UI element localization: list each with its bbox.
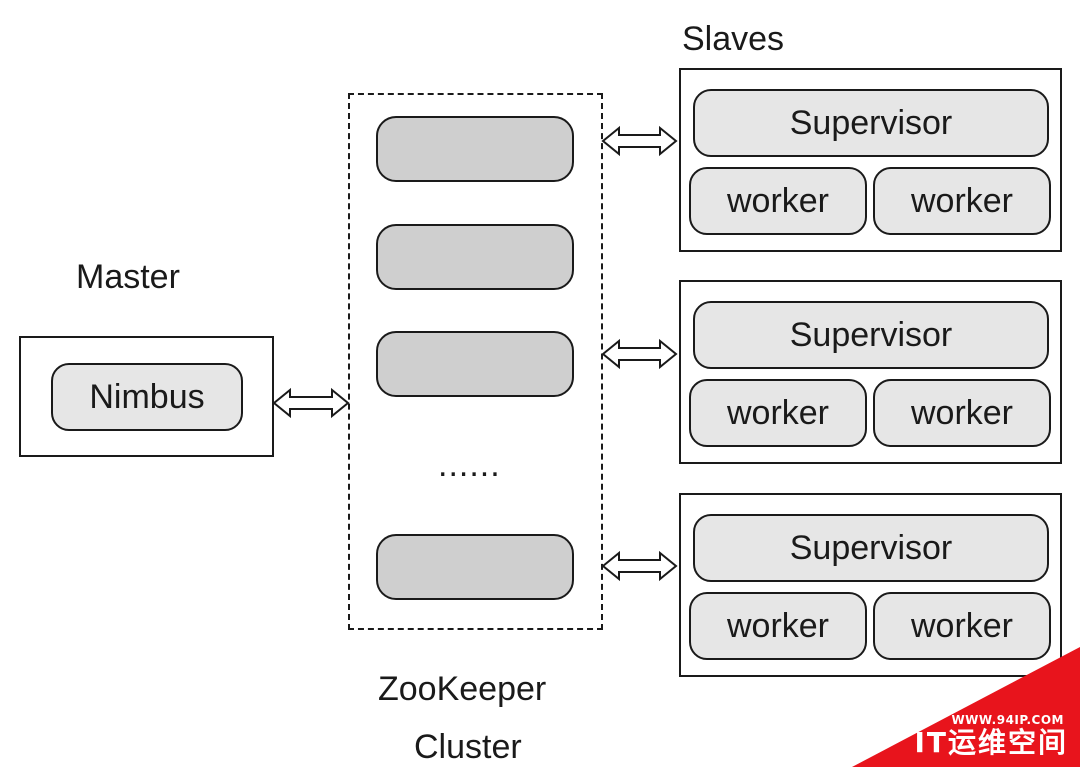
arrow-zookeeper-slave-1 (601, 125, 678, 157)
arrow-zookeeper-slave-3 (601, 550, 678, 582)
slaves-title: Slaves (682, 20, 785, 58)
master-box: Nimbus (19, 336, 274, 457)
worker-node: worker (689, 379, 867, 447)
worker-node: worker (689, 167, 867, 235)
zookeeper-node-1 (376, 116, 574, 182)
slave-box-3: Supervisor worker worker (679, 493, 1062, 677)
zookeeper-node-2 (376, 224, 574, 290)
arrow-zookeeper-slave-2 (601, 338, 678, 370)
slave-box-1: Supervisor worker worker (679, 68, 1062, 252)
zookeeper-ellipsis: ...... (438, 446, 501, 484)
zookeeper-node-3 (376, 331, 574, 397)
supervisor-node: Supervisor (693, 514, 1049, 582)
zookeeper-node-4 (376, 534, 574, 600)
supervisor-node: Supervisor (693, 301, 1049, 369)
worker-node: worker (873, 379, 1051, 447)
watermark-banner (852, 647, 1080, 767)
supervisor-node: Supervisor (693, 89, 1049, 157)
slave-box-2: Supervisor worker worker (679, 280, 1062, 464)
zookeeper-cluster (348, 93, 603, 630)
worker-node: worker (873, 167, 1051, 235)
watermark-brand: IT运维空间 (914, 726, 1068, 759)
master-title: Master (76, 258, 180, 296)
arrow-master-zookeeper (272, 387, 350, 419)
worker-node: worker (689, 592, 867, 660)
zookeeper-title-line2: Cluster (414, 728, 522, 766)
worker-node: worker (873, 592, 1051, 660)
nimbus-node: Nimbus (51, 363, 243, 431)
watermark-url: WWW.94IP.COM (951, 713, 1064, 727)
zookeeper-title-line1: ZooKeeper (378, 670, 547, 708)
